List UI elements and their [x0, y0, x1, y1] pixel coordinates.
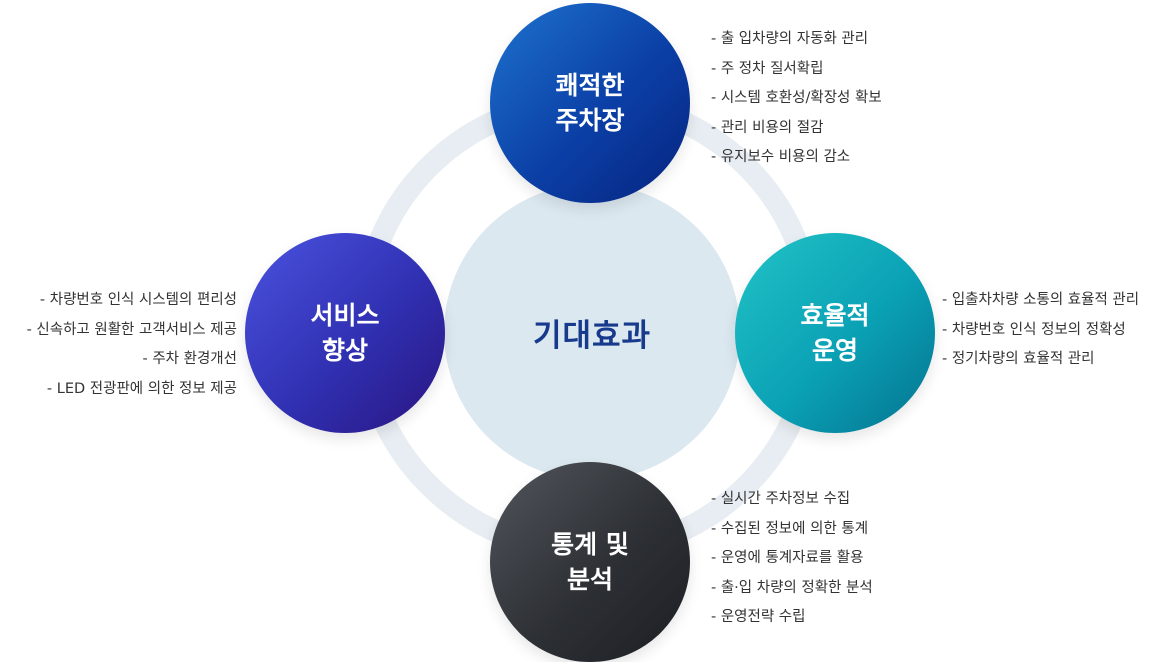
list-item: - 유지보수 비용의 감소 — [711, 149, 851, 165]
list-item: - 입출차차량 소통의 효율적 관리 — [942, 292, 1140, 308]
list-item: - 차량번호 인식 시스템의 편리성 — [39, 292, 237, 308]
node-comfortable-parking: 쾌적한 주차장 — [490, 3, 690, 203]
list-item: - 주차 환경개선 — [142, 351, 238, 367]
center-circle: 기대효과 — [444, 184, 740, 480]
list-item: - LED 전광판에 의한 정보 제공 — [46, 380, 237, 397]
node-label: 서비스 향상 — [310, 301, 380, 365]
list-item: - 실시간 주차정보 수집 — [711, 491, 851, 507]
benefit-list-left: - 차량번호 인식 시스템의 편리성 - 신속하고 원활한 고객서비스 제공 -… — [27, 286, 237, 404]
node-service-improvement: 서비스 향상 — [245, 233, 445, 433]
list-item: - 차량번호 인식 정보의 정확성 — [942, 321, 1126, 338]
list-item: - 관리 비용의 절감 — [711, 119, 824, 136]
benefit-list-top: - 출 입차량의 자동화 관리 - 주 정차 질서확립 - 시스템 호환성/확장… — [711, 25, 882, 173]
node-statistics-analysis: 통계 및 분석 — [490, 462, 690, 662]
list-item: - 출·입 차량의 정확한 분석 — [711, 579, 873, 596]
list-item: - 정기차량의 효율적 관리 — [942, 351, 1095, 367]
list-item: - 주 정차 질서확립 — [711, 60, 824, 77]
list-item: - 수집된 정보에 의한 통계 — [711, 520, 869, 537]
center-label: 기대효과 — [532, 317, 652, 354]
list-item: - 운영전략 수립 — [711, 609, 806, 625]
node-label: 통계 및 분석 — [551, 530, 629, 594]
node-label: 효율적 운영 — [800, 301, 870, 365]
list-item: - 운영에 통계자료를 활용 — [711, 550, 864, 566]
list-item: - 시스템 호환성/확장성 확보 — [711, 90, 882, 106]
node-label: 쾌적한 주차장 — [555, 71, 625, 135]
benefit-list-right: - 입출차차량 소통의 효율적 관리 - 차량번호 인식 정보의 정확성 - 정… — [942, 286, 1139, 375]
list-item: - 신속하고 원활한 고객서비스 제공 — [26, 321, 237, 338]
list-item: - 출 입차량의 자동화 관리 — [711, 31, 869, 47]
node-efficient-operation: 효율적 운영 — [735, 233, 935, 433]
benefit-list-bottom: - 실시간 주차정보 수집 - 수집된 정보에 의한 통계 - 운영에 통계자료… — [711, 485, 873, 633]
